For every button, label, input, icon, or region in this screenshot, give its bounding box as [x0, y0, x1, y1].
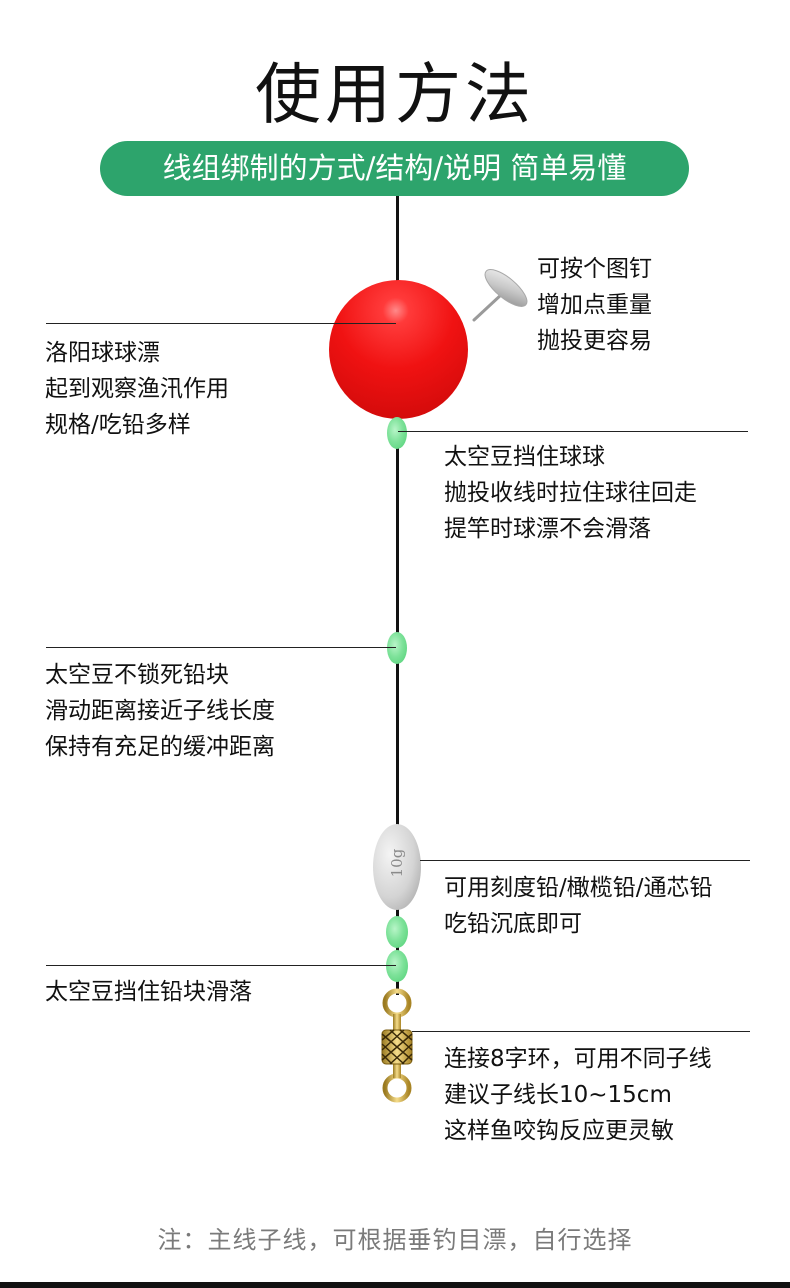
annotation-line: 可按个图钉: [537, 256, 652, 282]
annotation-line: 吃铅沉底即可: [444, 911, 582, 937]
annotation-bean-ball: 太空豆挡住球球 抛投收线时拉住球往回走 提竿时球漂不会滑落: [444, 439, 697, 547]
leader-line-bean-sinker: [46, 647, 396, 648]
annotation-line: 规格/吃铅多样: [45, 412, 191, 438]
main-line-middle: [396, 415, 399, 827]
leader-line-ball: [46, 323, 396, 324]
thumbtack-icon: [472, 269, 528, 322]
annotation-thumbtack: 可按个图钉 增加点重量 抛投更容易: [537, 251, 652, 359]
leader-line-sinker: [420, 860, 750, 861]
leader-line-bean-bottom: [46, 965, 396, 966]
annotation-line: 保持有充足的缓冲距离: [45, 734, 275, 760]
annotation-line: 建议子线长10~15cm: [444, 1082, 672, 1108]
annotation-line: 起到观察渔汛作用: [45, 376, 229, 402]
annotation-line: 抛投更容易: [537, 328, 652, 354]
leader-line-bean-ball: [398, 431, 748, 432]
annotation-line: 可用刻度铅/橄榄铅/通芯铅: [444, 875, 713, 901]
annotation-ball: 洛阳球球漂 起到观察渔汛作用 规格/吃铅多样: [45, 335, 229, 443]
annotation-line: 太空豆不锁死铅块: [45, 662, 229, 688]
annotation-line: 连接8字环，可用不同子线: [444, 1046, 712, 1072]
main-line-top: [396, 196, 399, 286]
olive-sinker-icon: 10g: [373, 824, 421, 910]
annotation-bean-bottom: 太空豆挡住铅块滑落: [45, 974, 252, 1010]
annotation-sinker: 可用刻度铅/橄榄铅/通芯铅 吃铅沉底即可: [444, 870, 713, 942]
leader-line-swivel: [412, 1031, 750, 1032]
annotation-line: 这样鱼咬钩反应更灵敏: [444, 1118, 674, 1144]
green-bead-icon: [386, 916, 408, 948]
annotation-line: 滑动距离接近子线长度: [45, 698, 275, 724]
figure-8-swivel-icon: [381, 988, 413, 1103]
annotation-line: 抛投收线时拉住球往回走: [444, 480, 697, 506]
green-bead-icon: [386, 950, 408, 982]
sinker-weight-label: 10g: [388, 848, 406, 878]
annotation-bean-sinker: 太空豆不锁死铅块 滑动距离接近子线长度 保持有充足的缓冲距离: [45, 657, 275, 765]
annotation-line: 增加点重量: [537, 292, 652, 318]
subtitle-banner: 线组绑制的方式/结构/说明 简单易懂: [100, 141, 689, 196]
annotation-line: 太空豆挡住铅块滑落: [45, 979, 252, 1005]
bottom-divider: [0, 1282, 790, 1288]
green-bead-icon: [387, 417, 407, 449]
annotation-line: 提竿时球漂不会滑落: [444, 516, 651, 542]
red-ball-float-icon: [329, 280, 468, 419]
annotation-line: 太空豆挡住球球: [444, 444, 605, 470]
footer-note: 注：主线子线，可根据垂钓目漂，自行选择: [157, 1226, 633, 1254]
green-bead-icon: [387, 632, 407, 664]
page-title: 使用方法: [255, 56, 535, 133]
annotation-line: 洛阳球球漂: [45, 340, 160, 366]
annotation-swivel: 连接8字环，可用不同子线 建议子线长10~15cm 这样鱼咬钩反应更灵敏: [444, 1041, 712, 1149]
